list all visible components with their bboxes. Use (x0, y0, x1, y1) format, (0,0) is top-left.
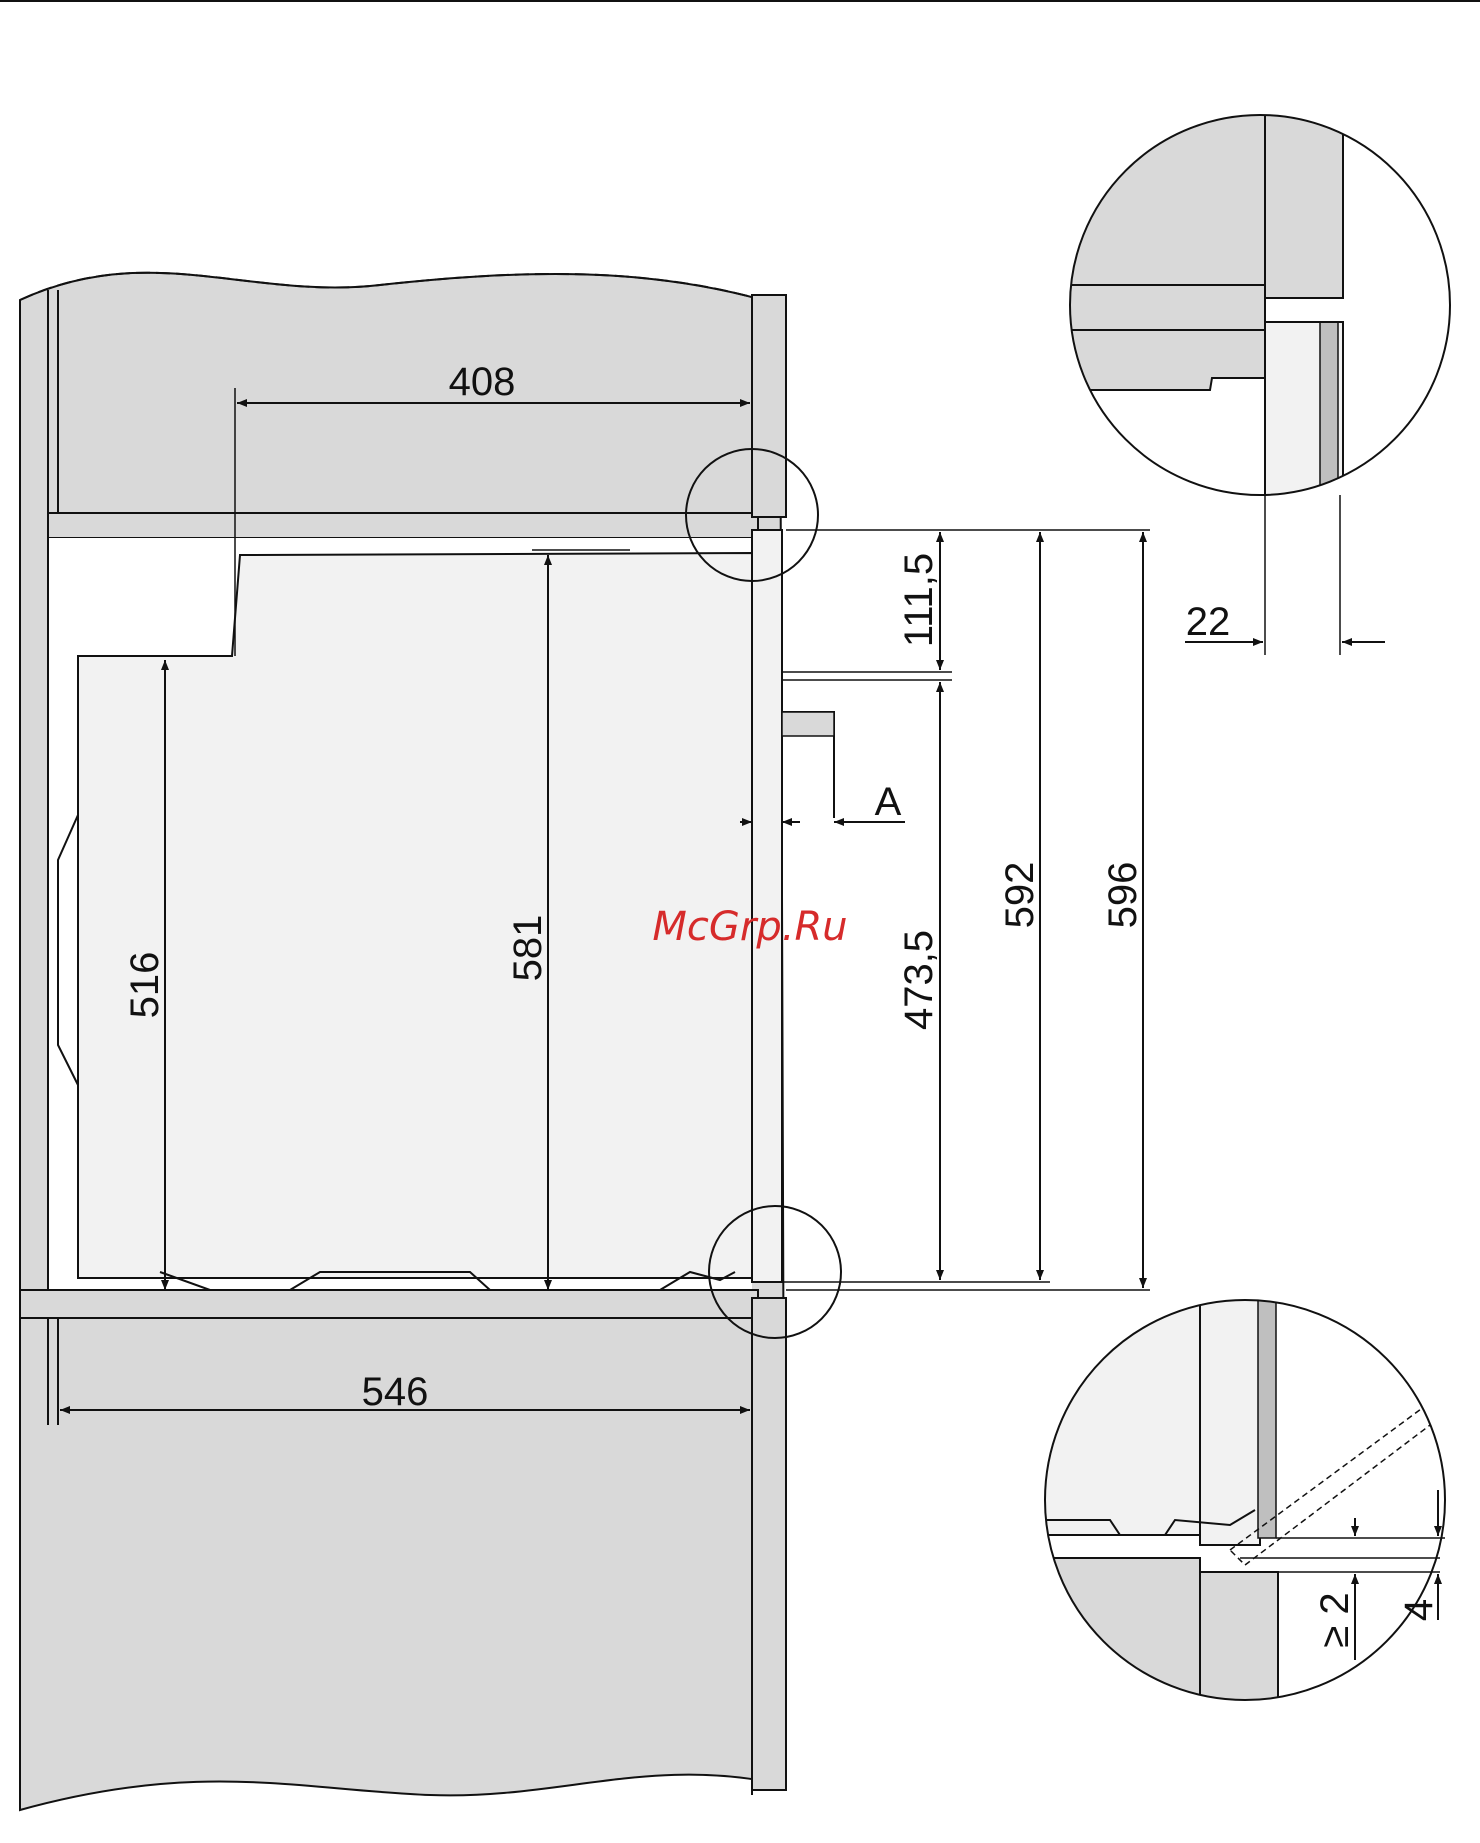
dim-581: 581 (506, 915, 550, 982)
upper-shelf (48, 513, 758, 538)
dim-ge2: ≥ 2 (1313, 1592, 1357, 1647)
detail-view-top (1060, 100, 1450, 655)
detail-a-label: A (875, 780, 902, 824)
dim-408: 408 (449, 360, 516, 404)
dim-111-5: 111,5 (897, 553, 941, 647)
watermark: McGrp.Ru (652, 904, 847, 950)
lower-shelf (20, 1290, 758, 1318)
upper-front-trim (752, 295, 786, 517)
dim-592: 592 (998, 862, 1042, 929)
dim-516: 516 (123, 952, 167, 1019)
detail-view-bottom (1040, 1270, 1450, 1792)
oven-body (78, 553, 752, 1278)
dim-4: 4 (1397, 1599, 1441, 1621)
dim-596: 596 (1101, 862, 1145, 929)
lower-front-trim (752, 1298, 786, 1790)
dim-22: 22 (1186, 600, 1231, 644)
dim-473-5: 473,5 (897, 930, 941, 1030)
dim-546: 546 (362, 1370, 429, 1414)
